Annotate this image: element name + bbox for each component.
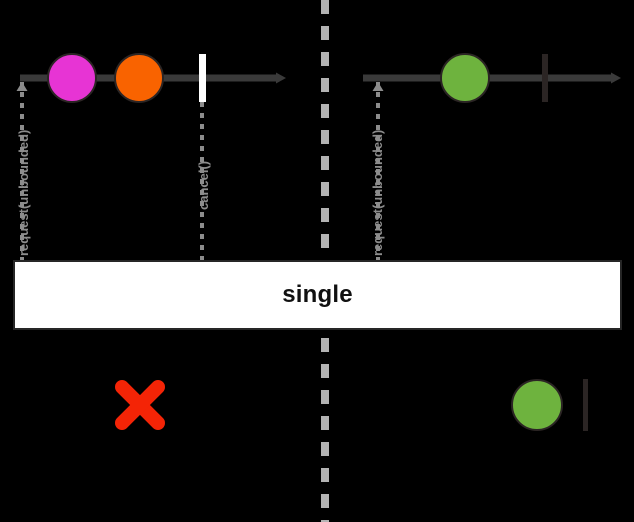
operator-label: single <box>282 281 353 308</box>
complete-bar-out <box>583 379 588 431</box>
error-cross <box>115 380 165 430</box>
request-label-left: request(unbounded) <box>16 129 31 256</box>
input-timeline-left <box>20 53 286 103</box>
output-timeline-right <box>511 379 588 431</box>
request-label-right: request(unbounded) <box>370 129 385 256</box>
input-timeline-right <box>363 53 621 103</box>
operator-box: single <box>13 260 622 330</box>
marble-orange[interactable] <box>114 53 164 103</box>
marble-green[interactable] <box>440 53 490 103</box>
marble-green-out[interactable] <box>511 379 563 431</box>
marble-magenta[interactable] <box>47 53 97 103</box>
cancel-label: cancel() <box>196 160 211 210</box>
cancel-bar <box>199 54 206 102</box>
complete-bar <box>542 54 548 102</box>
